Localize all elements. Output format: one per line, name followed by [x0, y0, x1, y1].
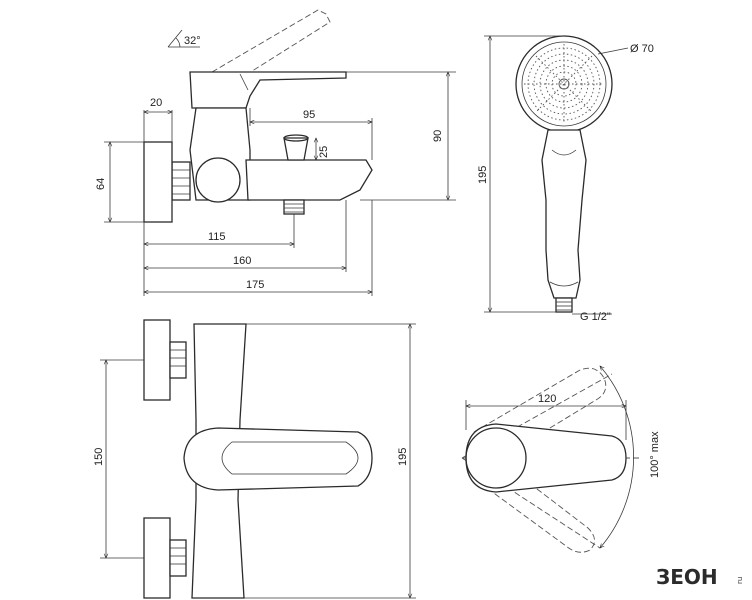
front-flange-bottom [143, 517, 171, 599]
rotation-lever [465, 423, 627, 493]
brand-logo-text: ЗЕОН [656, 565, 718, 589]
dim-95: 95 [303, 109, 315, 121]
shower-nozzles [524, 44, 604, 124]
angle-arc [167, 29, 200, 48]
spout [245, 159, 373, 201]
side-view: 32° 20 95 [95, 9, 456, 296]
dim-90: 90 [432, 130, 444, 142]
front-lever [183, 427, 373, 491]
dim-20: 20 [150, 97, 162, 109]
dim-150: 150 [93, 448, 105, 466]
lever-ghost-up [473, 367, 607, 463]
cartridge-round [195, 157, 241, 203]
dim-120: 120 [538, 393, 556, 405]
dim-shower-195: 195 [477, 166, 489, 184]
dim-rotation: 100° max [649, 431, 661, 478]
front-view: 150 195 [93, 319, 416, 599]
thread-label: G 1/2" [580, 311, 611, 323]
front-flange-top [143, 319, 171, 401]
dim-25: 25 [318, 146, 330, 158]
dim-shower-diameter: Ø 70 [630, 43, 654, 55]
dim-front-195: 195 [397, 448, 409, 466]
lever-ghost-down [475, 455, 595, 553]
rotation-view: 120 100° max [461, 366, 661, 553]
wall-flange [143, 141, 173, 223]
shower-handle [541, 129, 587, 299]
brand-logo-domain: ru [736, 577, 744, 584]
front-connector-top [169, 341, 187, 379]
dim-160: 160 [233, 255, 251, 267]
front-connector-bottom [169, 539, 187, 577]
angle-label: 32° [184, 35, 201, 47]
dim-115: 115 [208, 231, 226, 243]
diverter-knob [283, 137, 309, 161]
brand-logo: ЗЕОН ru [656, 565, 744, 589]
dim-175: 175 [246, 279, 264, 291]
dim-64: 64 [95, 178, 107, 190]
rotation-arc [600, 366, 634, 548]
shower-thread [555, 297, 573, 313]
lever [189, 71, 347, 109]
hand-shower-view: G 1/2" Ø 70 195 [477, 35, 654, 323]
